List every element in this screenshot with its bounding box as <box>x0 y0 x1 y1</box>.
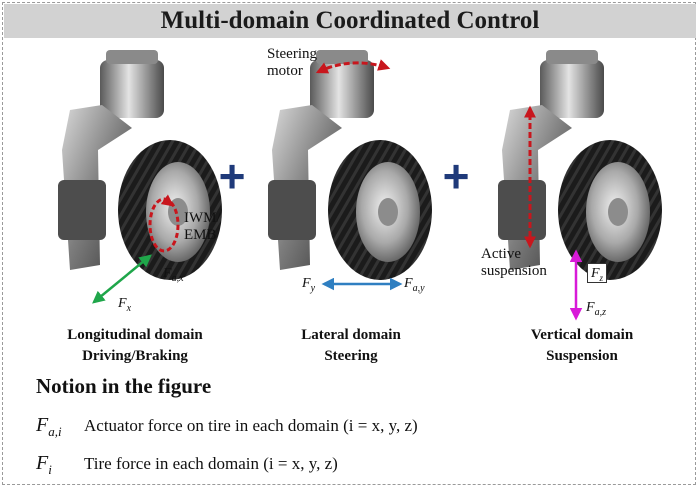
wheel-module-longitudinal <box>58 50 222 280</box>
steering-motor-label: Steering motor <box>267 46 317 79</box>
actuator-force-x-label: Fa,x <box>163 266 184 284</box>
plus-operator-1: + <box>219 150 246 202</box>
motor-housing-1 <box>100 60 164 118</box>
figure-title: Multi-domain Coordinated Control <box>4 4 696 38</box>
iwm-rotation-arrow <box>148 197 180 253</box>
active-suspension-label: Active suspension <box>481 246 547 279</box>
motor-housing-2 <box>310 60 374 118</box>
wheel-module-vertical <box>498 50 662 280</box>
motor-housing-3 <box>540 60 604 118</box>
actuator-force-y-label: Fa,y <box>404 276 425 294</box>
longitudinal-force-arrow <box>92 254 152 304</box>
tire-force-x-label: Fx <box>118 296 132 314</box>
tire-force-y-label: Fy <box>302 276 316 294</box>
steering-rotation-arrow <box>315 59 391 74</box>
dashed-frame <box>2 2 696 485</box>
notion-title: Notion in the figure <box>36 374 212 398</box>
tire-force-z-label: Fz <box>587 263 607 283</box>
actuator-force-z-label: Fa,z <box>586 300 606 318</box>
iwm-emb-label: IWM/ EMB <box>184 210 221 243</box>
plus-operator-2: + <box>443 150 470 202</box>
wheel-module-lateral <box>268 50 432 280</box>
